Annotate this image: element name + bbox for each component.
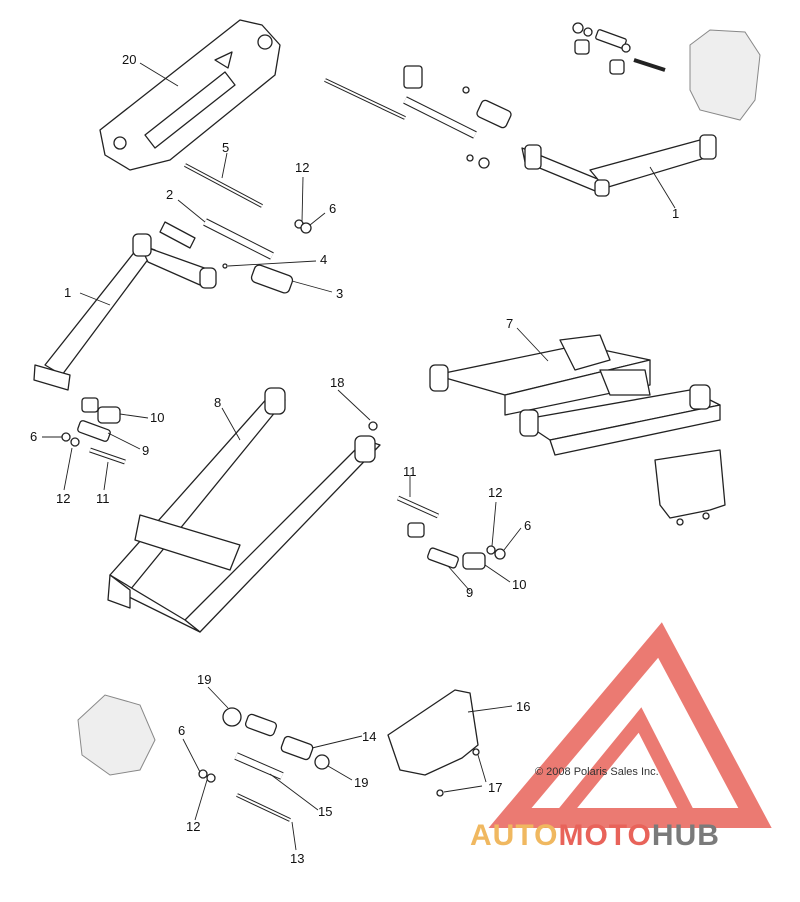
- callout-20: 20: [122, 52, 136, 67]
- mid-left-hardware: [184, 163, 312, 294]
- watermark-logo: [488, 622, 772, 828]
- callout-6-b: 6: [30, 429, 37, 444]
- copyright-text: © 2008 Polaris Sales Inc.: [535, 766, 659, 778]
- callout-1-left: 1: [64, 285, 71, 300]
- callout-10-left: 10: [150, 410, 164, 425]
- part-7-frame: [429, 334, 721, 456]
- callout-12-c: 12: [488, 485, 502, 500]
- callout-5: 5: [222, 140, 229, 155]
- part-20-bracket: [99, 19, 281, 171]
- callout-6-c: 6: [524, 518, 531, 533]
- watermark-triangle-inner: [545, 707, 702, 825]
- callout-12-b: 12: [56, 491, 70, 506]
- svg-text:AUTOMOTOHUB: AUTOMOTOHUB: [470, 819, 720, 852]
- callout-18: 18: [330, 375, 344, 390]
- part-1-upper-a-arm-right: [521, 134, 717, 197]
- callout-3: 3: [336, 286, 343, 301]
- part-8-swing-arm: [107, 387, 381, 633]
- leader-lines: [42, 62, 676, 851]
- callout-10-right: 10: [512, 577, 526, 592]
- callout-9-right: 9: [466, 585, 473, 600]
- callout-11-right: 11: [403, 464, 417, 479]
- callout-11-left: 11: [96, 491, 110, 506]
- callout-19-a: 19: [197, 672, 211, 687]
- callout-14: 14: [362, 729, 376, 744]
- bottom-hardware: [198, 707, 330, 822]
- callout-13: 13: [290, 851, 304, 866]
- callout-7: 7: [506, 316, 513, 331]
- callout-17: 17: [488, 780, 502, 795]
- upper-hardware: [324, 65, 512, 169]
- callout-19-b: 19: [354, 775, 368, 790]
- callout-12-d: 12: [186, 819, 200, 834]
- callout-12-a: 12: [295, 160, 309, 175]
- callout-2: 2: [166, 187, 173, 202]
- upper-right-hardware: [572, 22, 761, 121]
- part-1-a-arm-left: [33, 221, 217, 391]
- callout-1-right: 1: [672, 206, 679, 221]
- watermark-word-moto: MOTO: [558, 819, 651, 852]
- lower-spindle: [77, 694, 156, 776]
- watermark-word-auto: AUTO: [470, 819, 558, 852]
- watermark-word-hub: HUB: [652, 819, 720, 852]
- callout-9-left: 9: [142, 443, 149, 458]
- callout-8: 8: [214, 395, 221, 410]
- callout-numbers: 20 5 12 6 2 4 3 1 1 7 8 18 10 9 6 12 11 …: [30, 52, 679, 866]
- small-plate: [654, 449, 726, 526]
- callout-6-d: 6: [178, 723, 185, 738]
- part-16-plate: [387, 689, 480, 797]
- callout-4: 4: [320, 252, 327, 267]
- callout-15: 15: [318, 804, 332, 819]
- callout-6-a: 6: [329, 201, 336, 216]
- left-pivot-hardware: [61, 397, 126, 465]
- callout-16: 16: [516, 699, 530, 714]
- right-pivot-hardware: [368, 421, 506, 570]
- watermark-wordmark: AUTOMOTOHUB: [470, 819, 720, 852]
